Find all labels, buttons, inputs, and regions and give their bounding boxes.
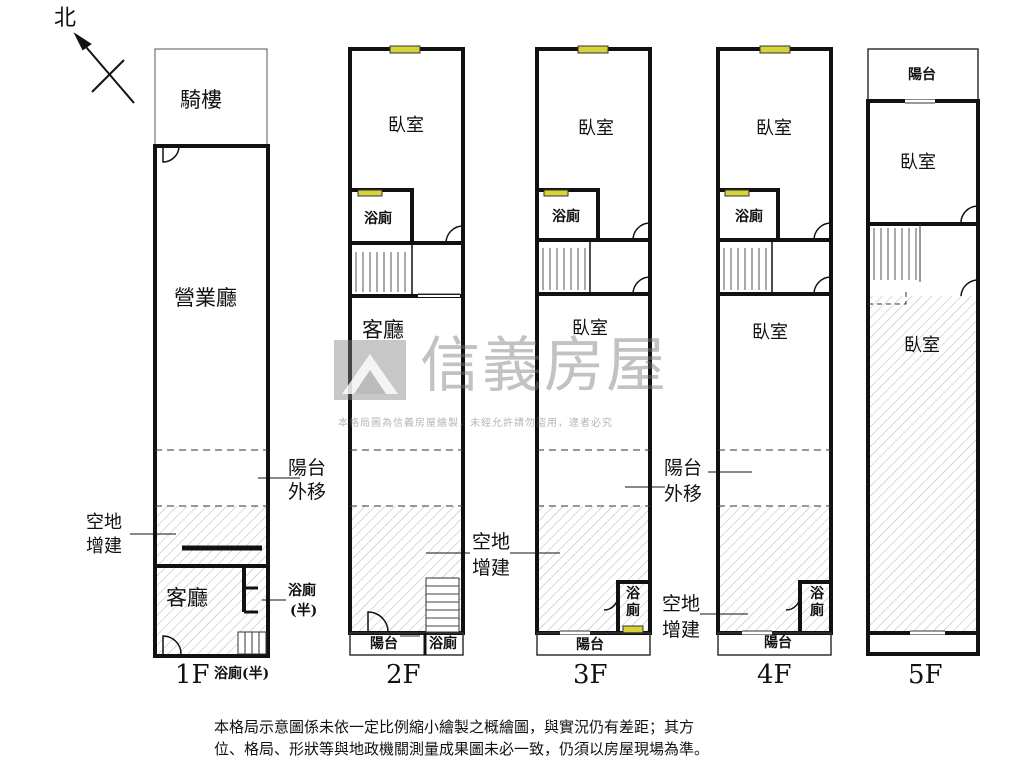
- floor-5f-plan: [866, 48, 980, 656]
- 2f-balcony-label: 陽台: [370, 636, 398, 652]
- 1f-bottom-half-bath-label: 浴廁(半): [214, 666, 270, 682]
- watermark-brand: 信義房屋: [420, 331, 668, 401]
- 5f-bedroom-big-label: 臥室: [904, 335, 940, 356]
- 1f-business-hall-label: 營業廳: [174, 286, 237, 310]
- 2f-living-room-label: 客廳: [362, 318, 404, 342]
- floor-3f-label: 3F: [573, 660, 608, 690]
- 4f-bath-label: 浴廁: [735, 209, 763, 225]
- 4f-balcony-moved-label-1: 陽台: [664, 457, 703, 479]
- 2f-vacant-addition-label-1: 空地: [472, 531, 511, 553]
- 1f-vacant-addition-label-1: 空地: [86, 512, 122, 533]
- floor-1f-plan: [130, 48, 300, 658]
- floor-4f-plan: [700, 45, 833, 656]
- 1f-half-bath-label-1: 浴廁: [288, 583, 316, 599]
- 3f-balcony-label: 陽台: [576, 637, 604, 653]
- 4f-vacant-addition-label-1: 空地: [662, 593, 701, 615]
- watermark-notice: 本格局圖為信義房屋繪製，未經允許請勿盜用，違者必究: [338, 418, 613, 429]
- 4f-vacant-addition-label-2: 增建: [662, 619, 701, 641]
- 4f-bedroom-mid-label: 臥室: [752, 322, 788, 343]
- disclaimer-text: 本格局示意圖係未依一定比例縮小繪製之概繪圖，與實況仍有差距；其方 位、格局、形狀…: [214, 716, 814, 760]
- floor-1f-label: 1F: [175, 660, 210, 690]
- 3f-bath-small-label-1: 浴: [626, 586, 640, 602]
- 3f-bath-small-label-2: 廁: [626, 603, 640, 619]
- disclaimer-line-2: 位、格局、形狀等與地政機關測量成果圖未必一致，仍須以房屋現場為準。: [214, 740, 710, 758]
- 4f-balcony-label: 陽台: [764, 635, 792, 651]
- 1f-arcade-label: 騎樓: [180, 88, 222, 112]
- 5f-bedroom-top-label: 臥室: [900, 152, 936, 173]
- north-label: 北: [54, 6, 77, 31]
- 4f-bath-small-label-2: 廁: [810, 603, 824, 619]
- 3f-bedroom-top-label: 臥室: [578, 118, 614, 139]
- 2f-bath-label: 浴廁: [364, 211, 392, 227]
- disclaimer-line-1: 本格局示意圖係未依一定比例縮小繪製之概繪圖，與實況仍有差距；其方: [214, 718, 695, 736]
- 2f-balcony-moved-label-1: 陽台: [288, 457, 327, 479]
- 4f-bedroom-top-label: 臥室: [756, 118, 792, 139]
- floor-4f-label: 4F: [757, 660, 792, 690]
- 2f-bedroom-label: 臥室: [388, 115, 424, 136]
- floor-2f-label: 2F: [386, 660, 421, 690]
- 1f-vacant-addition-label-2: 增建: [86, 536, 122, 557]
- floor-2f-plan: [348, 45, 470, 656]
- brand-logo-icon: [334, 340, 406, 400]
- floor-3f-plan: [510, 45, 665, 656]
- 2f-vacant-addition-label-2: 增建: [472, 557, 511, 579]
- 1f-living-room-label: 客廳: [166, 586, 208, 610]
- 4f-bath-small-label-1: 浴: [810, 586, 824, 602]
- 3f-bath-label: 浴廁: [552, 209, 580, 225]
- 4f-balcony-moved-label-2: 外移: [664, 483, 703, 505]
- 3f-bedroom-mid-label: 臥室: [572, 318, 608, 339]
- 2f-balcony-moved-label-2: 外移: [288, 481, 327, 503]
- 1f-half-bath-label-2: (半): [290, 603, 318, 619]
- floor-5f-label: 5F: [908, 660, 943, 690]
- 2f-bottom-bath-label: 浴廁: [429, 636, 457, 652]
- 5f-balcony-top-label: 陽台: [908, 67, 936, 83]
- north-arrow-icon: [73, 32, 135, 104]
